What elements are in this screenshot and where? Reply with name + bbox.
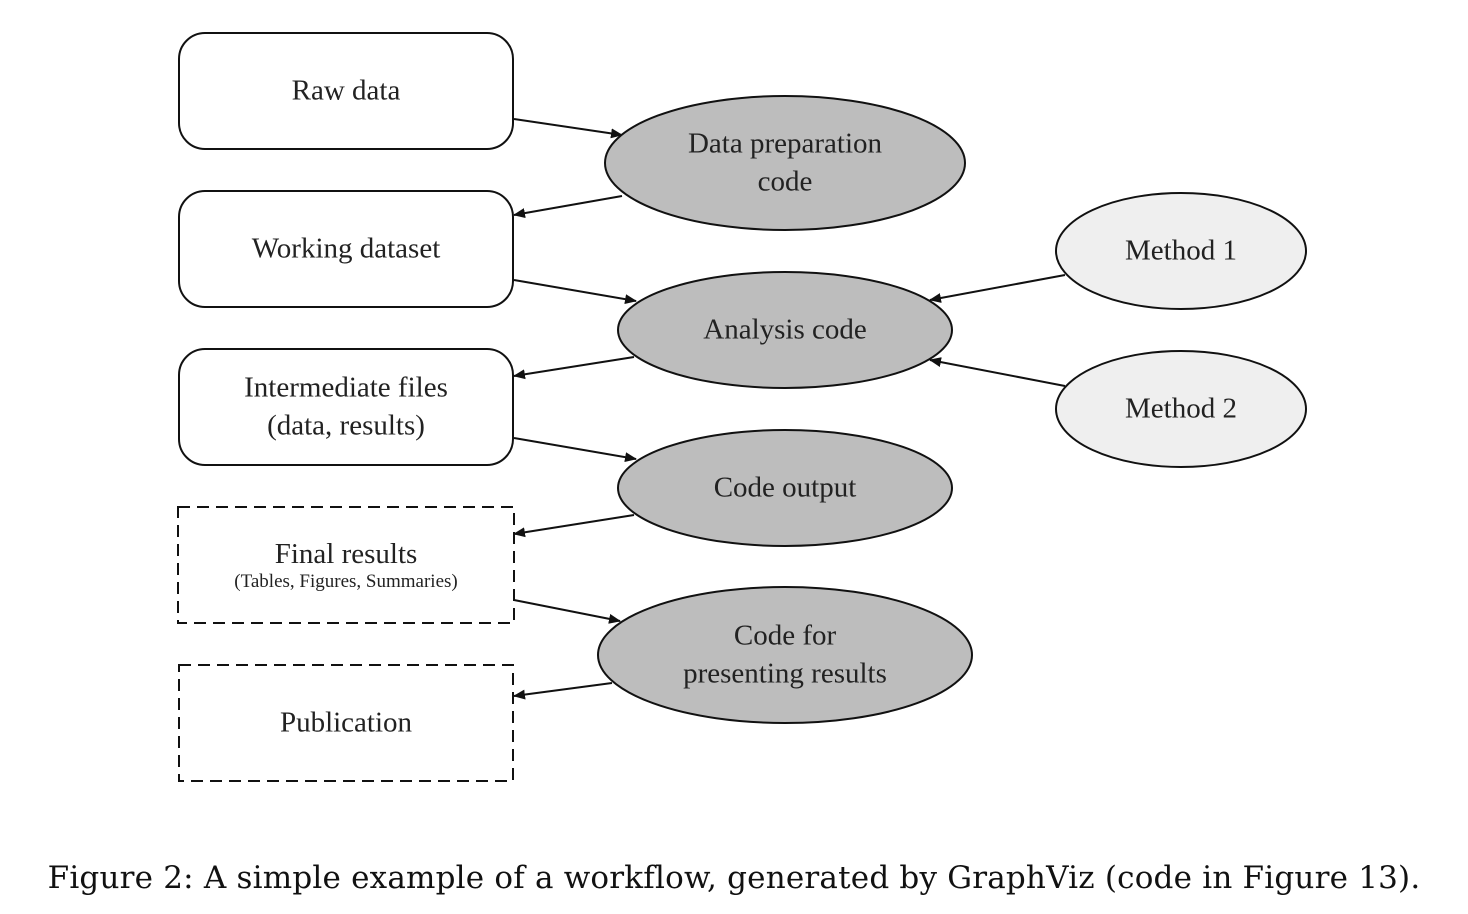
rounded-box-shape <box>178 190 514 308</box>
node-label: Analysis code <box>703 313 867 345</box>
node-label: Code output <box>714 471 857 503</box>
ellipse-shape <box>1055 192 1307 310</box>
ellipse-shape <box>604 95 966 231</box>
node-raw-data: Raw data <box>178 32 514 150</box>
node-sublabel: (Tables, Figures, Summaries) <box>234 571 457 592</box>
node-label: presenting results <box>683 657 887 689</box>
node-publication: Publication <box>178 664 514 782</box>
node-analysis-code: Analysis code <box>617 271 953 389</box>
edge-method2-to-analysis-code <box>929 357 1066 387</box>
figure-caption: Figure 2: A simple example of a workflow… <box>47 860 1421 896</box>
node-label: Final results <box>275 538 418 570</box>
edge-working-dataset-to-analysis-code <box>513 279 637 305</box>
node-method1: Method 1 <box>1055 192 1307 310</box>
node-label: (data, results) <box>267 409 425 441</box>
dashed-box-shape <box>178 664 514 782</box>
edge-analysis-code-to-intermediate-files <box>513 356 635 380</box>
dashed-box-shape <box>177 506 515 624</box>
ellipse-shape <box>1055 350 1307 468</box>
node-label: code <box>758 165 813 197</box>
ellipse-shape <box>617 271 953 389</box>
node-code-output: Code output <box>617 429 953 547</box>
node-label: Method 2 <box>1125 392 1237 424</box>
edge-final-results-to-code-presenting <box>513 599 621 624</box>
edge-raw-data-to-data-prep-code <box>513 118 623 139</box>
node-label: Intermediate files <box>244 371 448 403</box>
edge-data-prep-code-to-working-dataset <box>513 195 623 219</box>
node-method2: Method 2 <box>1055 350 1307 468</box>
rounded-box-shape <box>178 32 514 150</box>
node-working-dataset: Working dataset <box>178 190 514 308</box>
rounded-box-shape <box>178 348 514 466</box>
node-intermediate-files: Intermediate files (data, results) <box>178 348 514 466</box>
node-data-prep-code: Data preparation code <box>604 95 966 231</box>
node-label: Working dataset <box>252 232 441 264</box>
edge-method1-to-analysis-code <box>929 274 1066 303</box>
node-code-presenting: Code for presenting results <box>597 586 973 724</box>
edge-intermediate-files-to-code-output <box>513 437 637 463</box>
node-label: Publication <box>280 706 413 738</box>
edge-code-presenting-to-publication <box>513 682 613 700</box>
node-label: Data preparation <box>688 127 883 159</box>
edge-code-output-to-final-results <box>513 514 635 538</box>
node-final-results: Final results(Tables, Figures, Summaries… <box>177 506 515 624</box>
node-label: Raw data <box>292 74 401 106</box>
node-label: Method 1 <box>1125 234 1237 266</box>
ellipse-shape <box>617 429 953 547</box>
ellipse-shape <box>597 586 973 724</box>
node-label: Code for <box>734 619 837 651</box>
